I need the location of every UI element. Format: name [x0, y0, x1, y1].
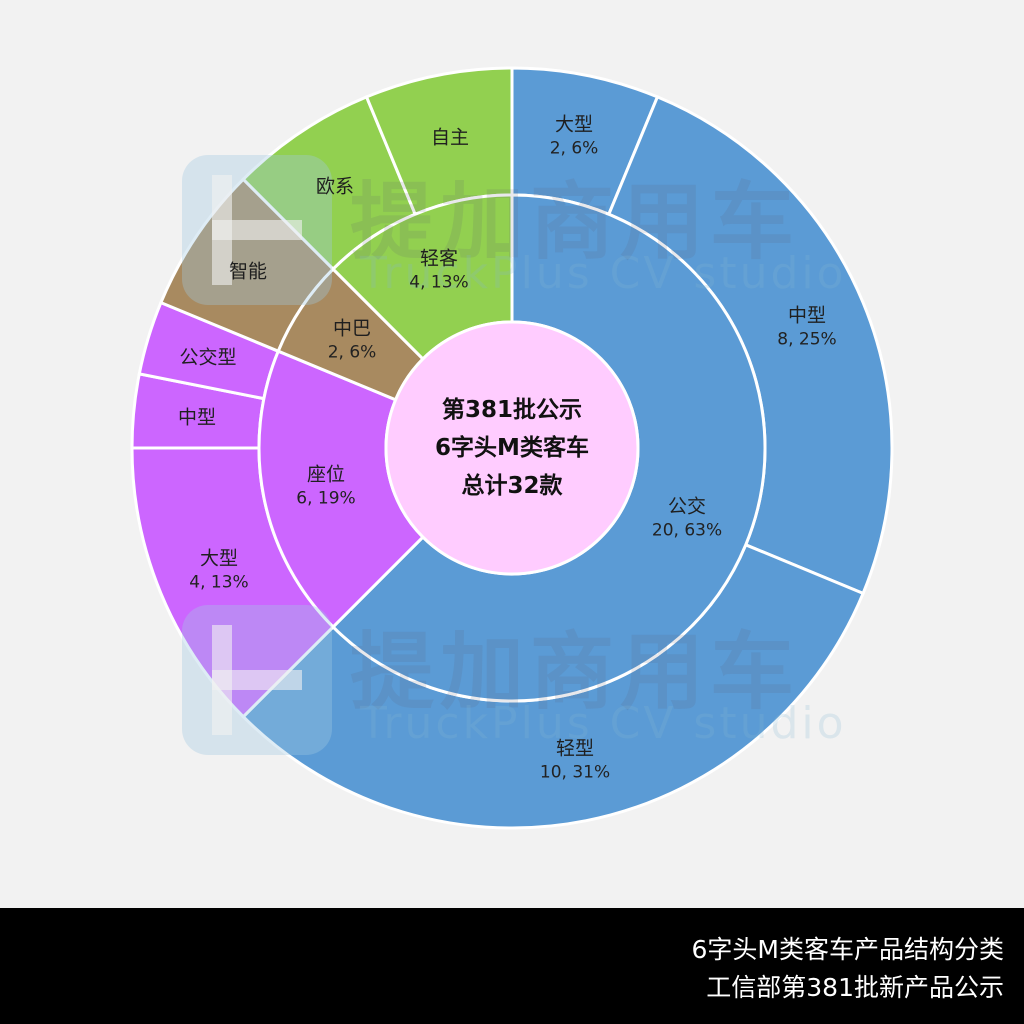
center-title-line2: 6字头M类客车	[435, 435, 589, 461]
center-title-line3: 总计32款	[461, 473, 563, 499]
footer-line2: 工信部第381批新产品公示	[706, 973, 1004, 1002]
center-title: 第381批公示 6字头M类客车 总计32款	[435, 391, 589, 505]
inner-label-gongjiao: 公交 20, 63%	[651, 495, 723, 541]
outer-label-qingke-zizhu: 自主	[430, 126, 470, 149]
center-circle	[384, 320, 640, 576]
inner-label-zhongba: 中巴 2, 6%	[327, 317, 377, 363]
outer-label-gongjiao-qingxing: 轻型 10, 31%	[539, 737, 611, 783]
outer-label-gongjiao-zhongxing: 中型 8, 25%	[777, 304, 837, 350]
outer-label-qingke-ouxi: 欧系	[315, 175, 355, 198]
footer-line1: 6字头M类客车产品结构分类	[691, 935, 1004, 964]
outer-label-zuowei-gongjiaoxing: 公交型	[179, 346, 237, 369]
caption-footer: 6字头M类客车产品结构分类 工信部第381批新产品公示	[0, 908, 1024, 1024]
outer-label-zuowei-daxing: 大型 4, 13%	[189, 547, 249, 593]
sunburst-chart: 提加商用车 TruckPlus CV studio 提加商用车 TruckPlu…	[130, 66, 894, 830]
outer-label-zhongba-zhineng: 智能	[228, 260, 268, 283]
inner-label-zuowei: 座位 6, 19%	[296, 463, 356, 509]
inner-label-qingke: 轻客 4, 13%	[409, 247, 469, 293]
outer-label-zuowei-zhongxing: 中型	[177, 406, 217, 429]
center-title-line1: 第381批公示	[441, 397, 582, 423]
sunburst-svg	[130, 66, 894, 830]
outer-label-gongjiao-daxing: 大型 2, 6%	[549, 113, 599, 159]
